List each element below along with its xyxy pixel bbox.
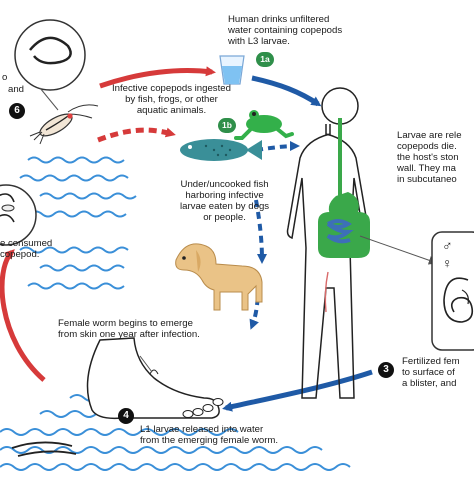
- label-larvae-released: Larvae are rele copepods die. the host's…: [397, 130, 462, 185]
- step-badge-1a: 1a: [256, 52, 274, 67]
- label-l1-larvae: L1 larvae released into water from the e…: [140, 424, 279, 446]
- leader-line-blister: [139, 355, 153, 373]
- l1-larvae-icon: [11, 441, 77, 457]
- label-fertilized-female: Fertilized fem to surface of a blister, …: [402, 356, 460, 389]
- leader-line-larva: [39, 87, 59, 111]
- label-left-and: and: [8, 84, 25, 95]
- blue-arrow-1a: [251, 75, 322, 107]
- adult-worms-inset: [431, 231, 474, 351]
- fish-icon: [180, 139, 262, 161]
- dog-icon: [175, 243, 263, 311]
- frog-icon: [234, 110, 294, 140]
- step-badge-4: 4: [118, 408, 134, 424]
- step-badge-6: 6: [9, 103, 25, 119]
- red-arrow-left: [0, 249, 46, 382]
- label-infective-copepods: Infective copepods ingested by fish, fro…: [112, 83, 231, 116]
- blue-arrow-bottom: [222, 369, 373, 412]
- worm-in-leg: [324, 271, 329, 313]
- foot-icon: [86, 337, 224, 420]
- step-badge-1b: 1b: [218, 118, 236, 133]
- leader-line-inset: [359, 235, 438, 265]
- red-arrow-top: [99, 66, 216, 89]
- female-symbol: ♀: [442, 255, 453, 271]
- human-body: [286, 87, 370, 399]
- label-human-drinks: Human drinks unfiltered water containing…: [228, 14, 343, 47]
- step-badge-3: 3: [378, 362, 394, 378]
- water-waves-left: [19, 156, 137, 290]
- male-symbol: ♂: [442, 237, 453, 253]
- copepod-icon: [29, 104, 99, 145]
- larva-circle: [14, 19, 86, 91]
- water-glass-icon: [219, 55, 245, 85]
- label-female-worm: Female worm begins to emerge from skin o…: [58, 318, 200, 340]
- label-consumed-copepod: e consumed copepod.: [0, 238, 53, 260]
- blue-dashed-arrow-dog: [254, 199, 267, 264]
- label-left-o: o: [2, 72, 8, 83]
- copepod-circle: [0, 184, 37, 246]
- digestive-tract: [318, 118, 370, 258]
- label-undercooked-fish: Under/uncooked fish harboring infective …: [180, 179, 270, 223]
- red-dashed-arrow: [97, 127, 176, 143]
